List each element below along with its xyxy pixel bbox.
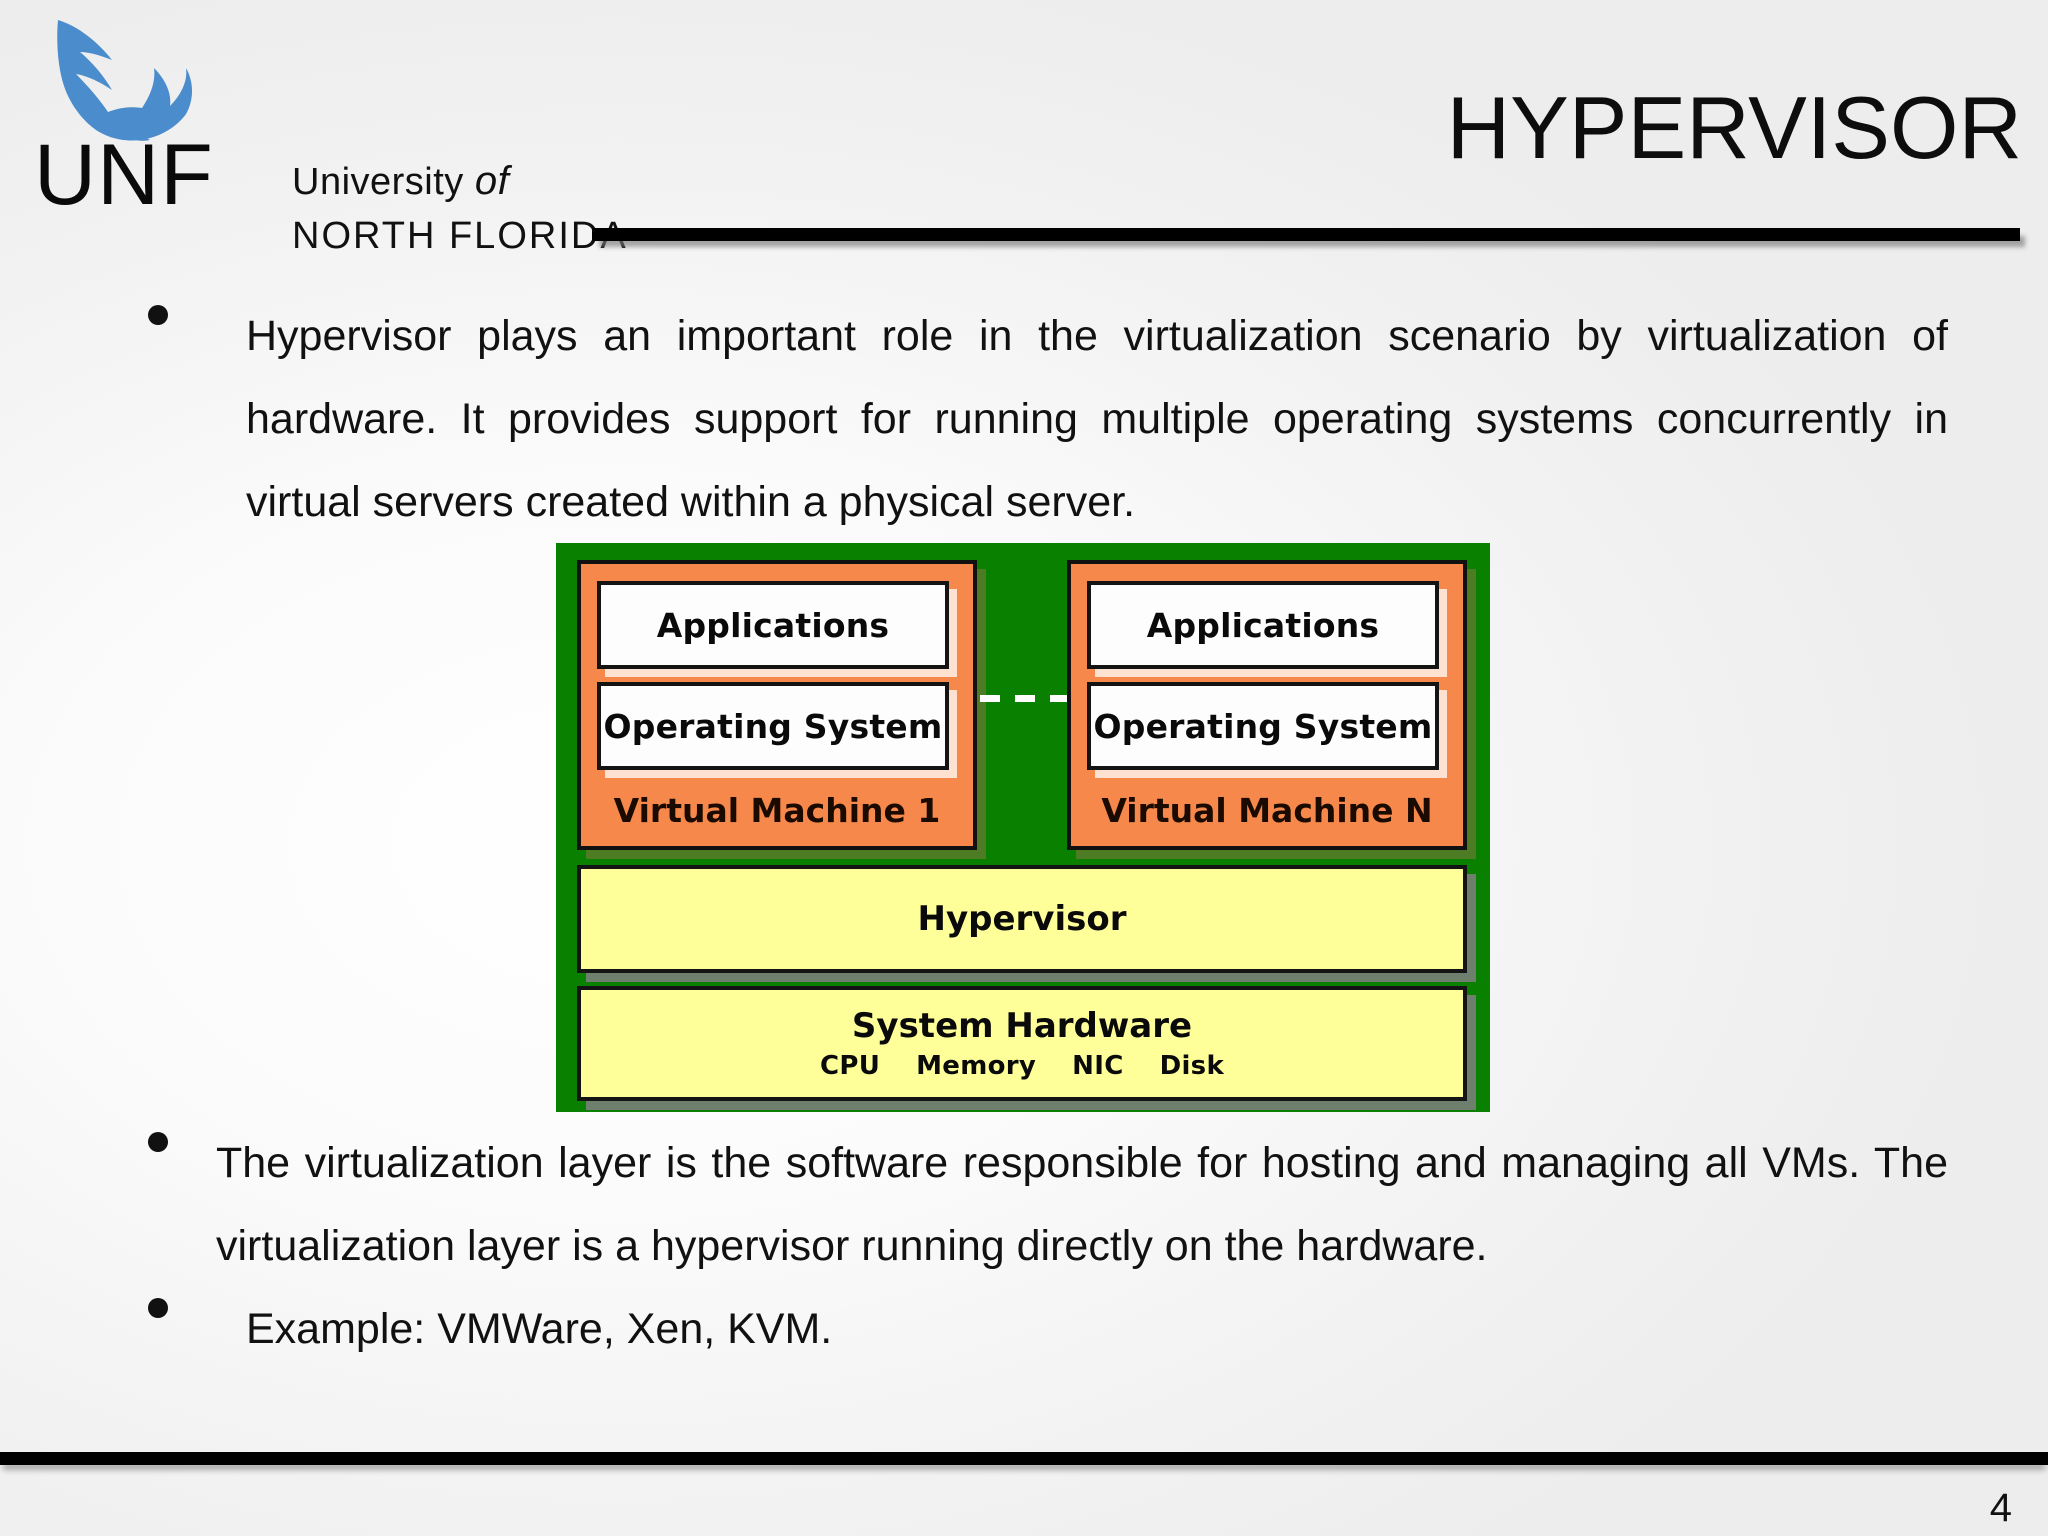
virtual-machine-1: Applications Operating System Virtual Ma… (577, 560, 977, 850)
hardware-component-nic: NIC (1072, 1051, 1124, 1081)
hypervisor-architecture-diagram: Applications Operating System Virtual Ma… (556, 543, 1490, 1112)
hypervisor-layer-box: Hypervisor (577, 865, 1467, 973)
vm-connector-dashed-icon (980, 693, 1070, 703)
footer-divider (0, 1452, 2048, 1465)
vmn-label: Virtual Machine N (1101, 791, 1433, 830)
hypervisor-layer-label: Hypervisor (917, 899, 1127, 939)
university-of-line: University of (292, 154, 628, 209)
vm1-operating-system-box: Operating System (597, 682, 949, 770)
bullet-dot-icon (148, 1132, 168, 1152)
connector-dash-2 (1015, 694, 1035, 702)
bullet-dot-icon (148, 305, 168, 325)
hardware-components-list: CPU Memory NIC Disk (802, 1051, 1242, 1081)
page-title: HYPERVISOR (1446, 78, 2022, 177)
bullet-item-3: Example: VMWare, Xen, KVM. (148, 1288, 1348, 1371)
bullet-text-3: Example: VMWare, Xen, KVM. (246, 1305, 833, 1353)
virtual-machine-n: Applications Operating System Virtual Ma… (1067, 560, 1467, 850)
vm1-operating-system-label: Operating System (603, 706, 943, 746)
system-hardware-layer-box: System Hardware CPU Memory NIC Disk (577, 986, 1467, 1101)
north-florida-line: NORTH FLORIDA (292, 215, 628, 257)
vmn-applications-box: Applications (1087, 581, 1439, 669)
connector-dash-1 (980, 694, 1000, 702)
vmn-operating-system-box: Operating System (1087, 682, 1439, 770)
university-name: University of NORTH FLORIDA (292, 154, 628, 263)
bullet-item-2: The virtualization layer is the software… (148, 1122, 1948, 1288)
hardware-component-disk: Disk (1159, 1051, 1225, 1081)
vm1-applications-box: Applications (597, 581, 949, 669)
vm1-label: Virtual Machine 1 (613, 791, 941, 830)
system-hardware-label: System Hardware (851, 1006, 1193, 1046)
hardware-component-memory: Memory (916, 1051, 1037, 1081)
of-word: of (474, 159, 510, 203)
osprey-eagle-logo-icon (46, 12, 206, 152)
vm1-applications-label: Applications (656, 605, 890, 645)
university-word: University (292, 161, 475, 203)
hardware-component-cpu: CPU (819, 1051, 881, 1081)
unf-wordmark: UNF (34, 127, 214, 223)
header-divider (592, 228, 2020, 241)
vmn-operating-system-label: Operating System (1093, 706, 1433, 746)
unf-logo: UNF University of NORTH FLORIDA (34, 10, 626, 257)
bullet-text-2: The virtualization layer is the software… (216, 1139, 1948, 1270)
bullet-text-1: Hypervisor plays an important role in th… (246, 312, 1948, 526)
bullet-dot-icon (148, 1298, 168, 1318)
vmn-applications-label: Applications (1146, 605, 1380, 645)
slide-header: UNF University of NORTH FLORIDA HYPERVIS… (0, 0, 2048, 257)
virtual-machines-row: Applications Operating System Virtual Ma… (556, 543, 1490, 858)
connector-dash-3 (1050, 694, 1070, 702)
page-number: 4 (1989, 1486, 2012, 1530)
bullet-item-1: Hypervisor plays an important role in th… (148, 295, 1948, 544)
